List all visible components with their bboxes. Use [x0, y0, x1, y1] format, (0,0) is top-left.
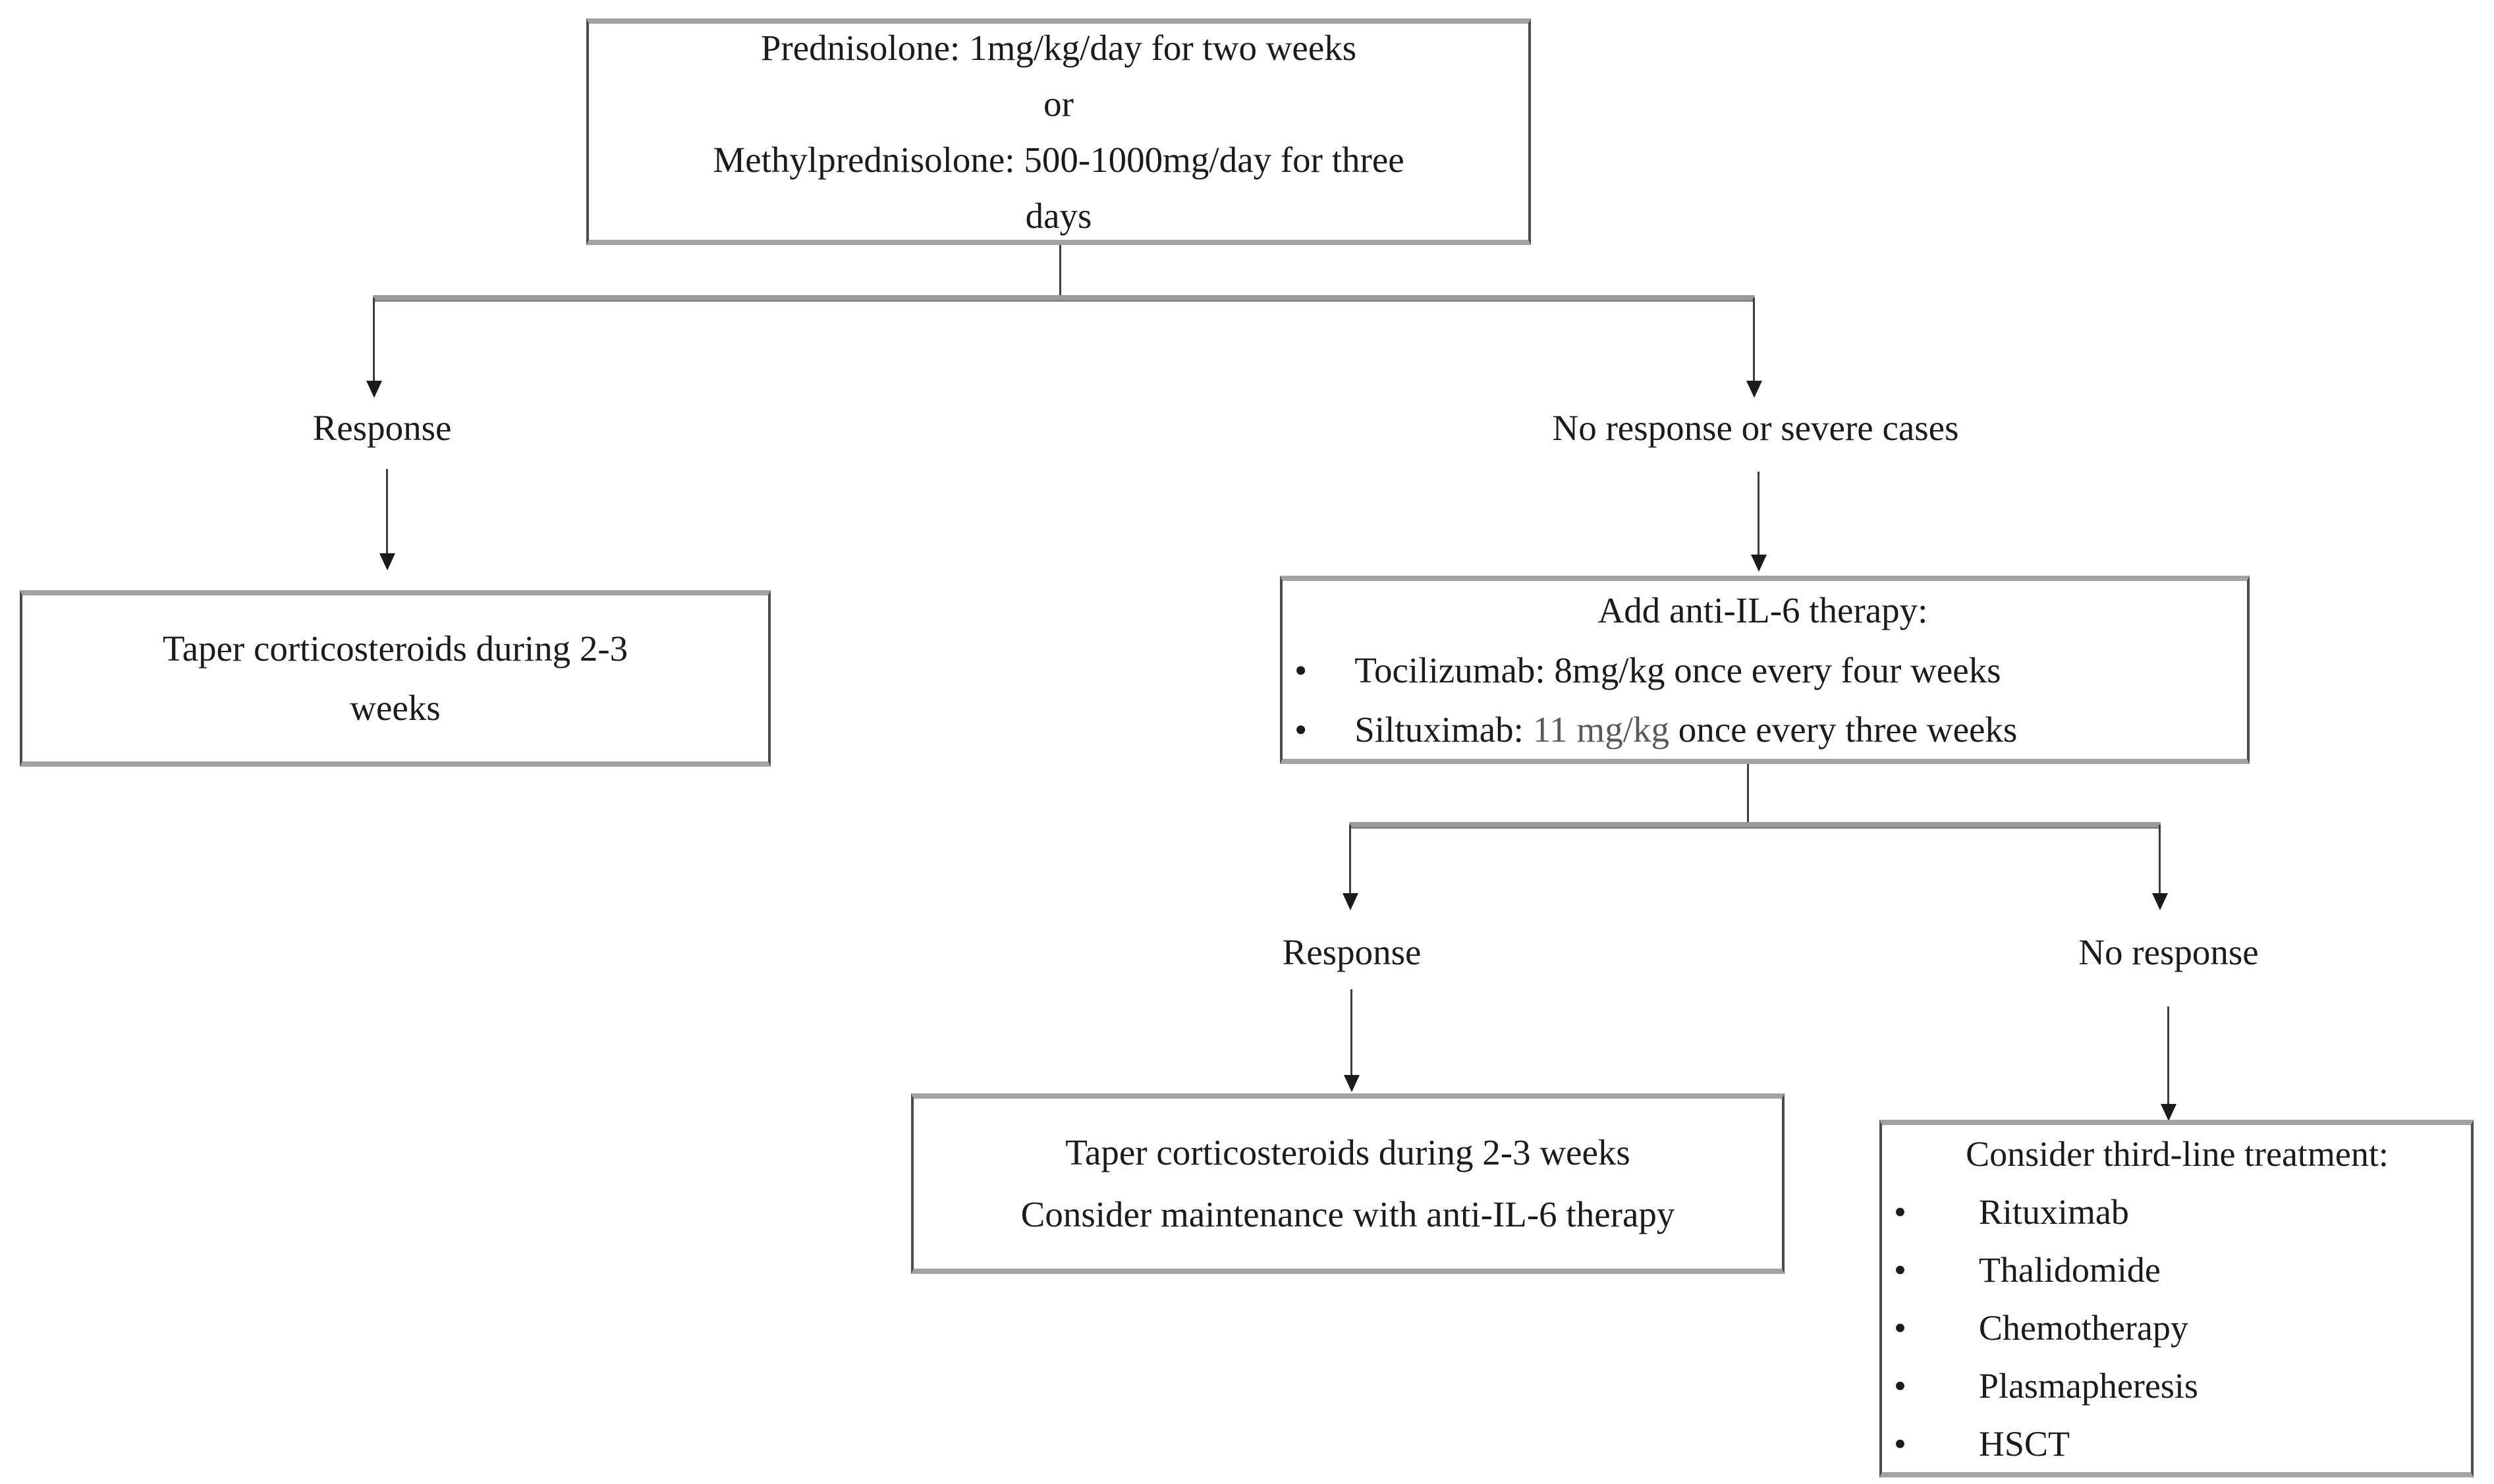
rituximab-text: Rituximab: [1978, 1192, 2129, 1232]
siltuximab-suffix: once every three weeks: [1669, 709, 2018, 750]
anti-il6-therapy-box: Add anti-IL-6 therapy: • Tocilizumab: 8m…: [1280, 576, 2250, 764]
connector1-left-drop: [373, 298, 375, 381]
connector2-left-drop: [1349, 825, 1351, 893]
connector2-right-drop: [2159, 825, 2161, 893]
bullet-icon: •: [1894, 1424, 1906, 1464]
third-line-treatment-box: Consider third-line treatment: • Rituxim…: [1879, 1120, 2474, 1477]
third-line-bullet-chemotherapy: • Chemotherapy: [1894, 1299, 2460, 1357]
taper-corticosteroids-box: Taper corticosteroids during 2-3 weeks: [20, 590, 771, 767]
bullet-icon: •: [1894, 1366, 1906, 1406]
thalidomide-text: Thalidomide: [1978, 1250, 2161, 1290]
arrowhead-noresponse2: [2161, 1104, 2176, 1121]
bullet-icon: •: [1294, 650, 1308, 690]
anti-il6-bullet-tocilizumab: • Tocilizumab: 8mg/kg once every four we…: [1294, 641, 2231, 700]
start-box-line1: Prednisolone: 1mg/kg/day for two weeks: [760, 28, 1357, 68]
arrowhead-noresponse1: [1751, 555, 1767, 572]
bullet-icon: •: [1294, 709, 1308, 750]
arrowhead-response1: [379, 553, 395, 570]
hsct-text: HSCT: [1978, 1424, 2070, 1464]
bullet-icon: •: [1894, 1308, 1906, 1348]
start-box-corticosteroids: Prednisolone: 1mg/kg/day for two weeks o…: [586, 18, 1531, 245]
arrowhead-branch2-right: [2152, 893, 2168, 910]
chemotherapy-text: Chemotherapy: [1978, 1308, 2188, 1348]
arrowhead-branch1-left: [366, 381, 382, 398]
arrowhead-branch1-right: [1746, 381, 1762, 398]
taper-maintenance-box: Taper corticosteroids during 2-3 weeks C…: [911, 1093, 1785, 1274]
branch2-left-label: Response: [1282, 932, 1422, 972]
start-box-line3: Methylprednisolone: 500-1000mg/day for t…: [713, 140, 1404, 180]
plasmapheresis-text: Plasmapheresis: [1978, 1366, 2198, 1406]
connector2-horizontal-bar: [1349, 822, 2161, 829]
third-line-bullet-hsct: • HSCT: [1894, 1415, 2460, 1473]
arrow-noresponse1-line: [1758, 472, 1760, 555]
connector2-stem: [1747, 764, 1749, 825]
arrow-response1-line: [386, 469, 388, 553]
siltuximab-dose: 11 mg/kg: [1532, 709, 1669, 750]
siltuximab-prefix: Siltuximab:: [1354, 709, 1533, 750]
branch1-right-label: No response or severe cases: [1552, 408, 1959, 448]
maintenance-line2: Consider maintenance with anti-IL-6 ther…: [1020, 1194, 1675, 1234]
connector1-right-drop: [1753, 298, 1755, 381]
anti-il6-heading: Add anti-IL-6 therapy:: [1597, 590, 1928, 630]
taper-box-line1: Taper corticosteroids during 2-3: [162, 628, 628, 669]
anti-il6-bullet-siltuximab: • Siltuximab: 11 mg/kg once every three …: [1294, 700, 2231, 759]
arrowhead-branch2-left: [1343, 893, 1358, 910]
taper-box-line2: weeks: [350, 688, 441, 728]
start-box-line2: or: [1043, 84, 1074, 124]
arrowhead-response2: [1344, 1075, 1360, 1092]
start-box-line4: days: [1025, 196, 1092, 236]
branch2-right-label: No response: [2078, 932, 2259, 972]
connector1-horizontal-bar: [373, 295, 1755, 302]
siltuximab-text: Siltuximab: 11 mg/kg once every three we…: [1354, 700, 2017, 759]
third-line-heading: Consider third-line treatment:: [1966, 1134, 2389, 1174]
connector1-stem: [1059, 245, 1061, 299]
third-line-bullet-plasmapheresis: • Plasmapheresis: [1894, 1357, 2460, 1415]
bullet-icon: •: [1894, 1250, 1906, 1290]
third-line-bullet-thalidomide: • Thalidomide: [1894, 1241, 2460, 1299]
arrow-noresponse2-line: [2167, 1006, 2169, 1104]
bullet-icon: •: [1894, 1192, 1906, 1232]
arrow-response2-line: [1350, 989, 1352, 1075]
tocilizumab-text: Tocilizumab: 8mg/kg once every four week…: [1354, 650, 2001, 690]
third-line-bullet-rituximab: • Rituximab: [1894, 1183, 2460, 1241]
maintenance-line1: Taper corticosteroids during 2-3 weeks: [1065, 1132, 1630, 1172]
branch1-left-label: Response: [312, 408, 452, 448]
